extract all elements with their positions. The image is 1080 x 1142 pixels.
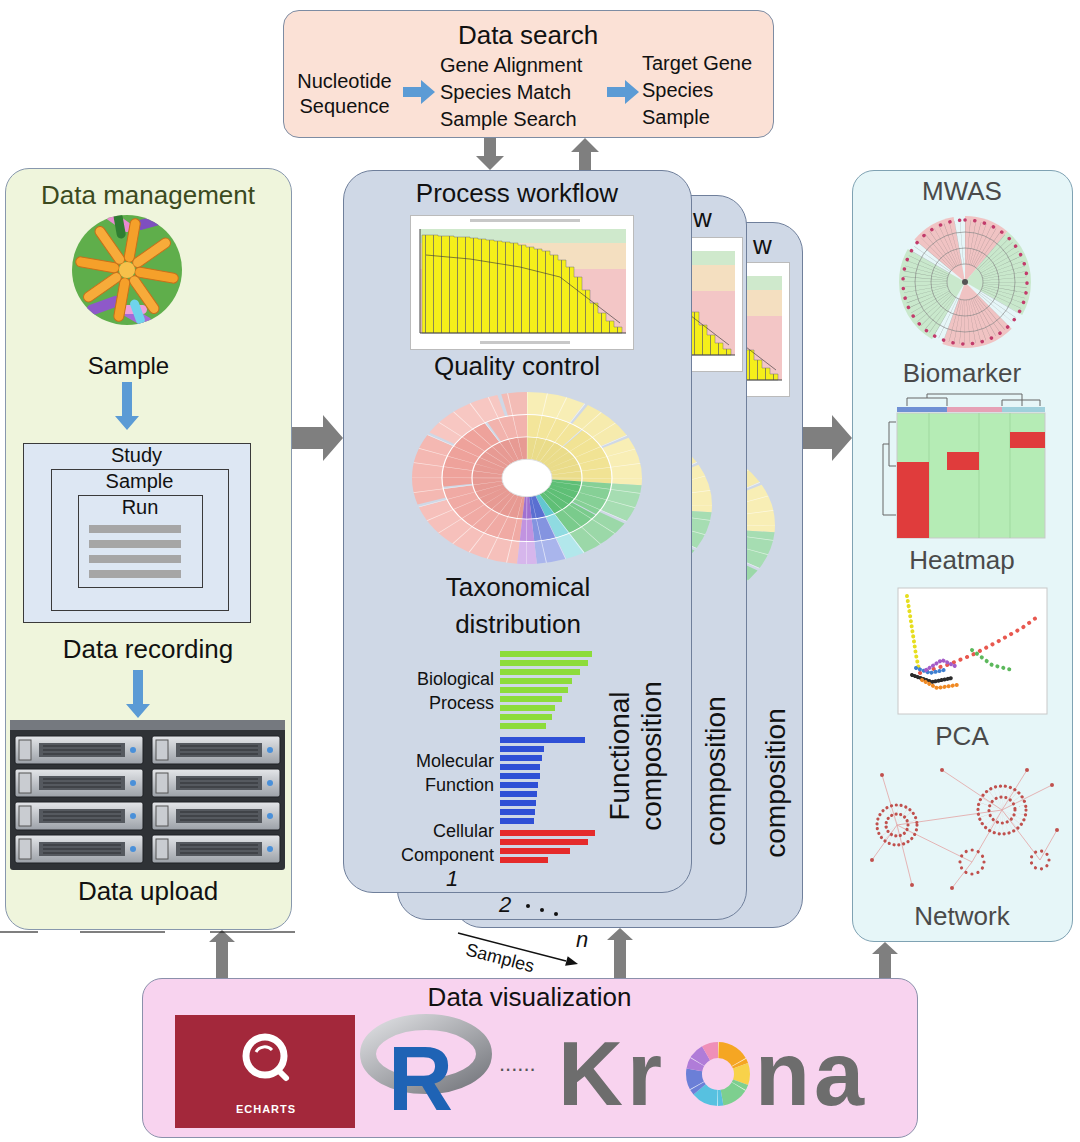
- visualization-panel: Data visualizationECHARTS R...... Krna: [142, 978, 918, 1138]
- text-slot: Kr: [558, 1029, 666, 1119]
- text-slot: Data upload: [10, 877, 286, 907]
- analysis-panel: MWAS BiomarkerHeatmapPCA Network: [852, 170, 1073, 942]
- node-text: Gene Alignment Species Match Sample Sear…: [440, 52, 606, 133]
- node-text: Data recording: [10, 635, 286, 665]
- node-text: Quality control: [348, 352, 686, 382]
- node-text: Study: [28, 444, 245, 466]
- search-panel: Data searchNucleotide Sequence Gene Align…: [283, 10, 774, 138]
- logo-text: ECHARTS: [176, 1103, 356, 1116]
- node-text: composition: [700, 671, 732, 871]
- logo-text: R: [388, 1034, 453, 1124]
- text-slot: MWAS: [857, 177, 1067, 207]
- node-text: Biological Process: [380, 667, 494, 715]
- text-slot: Data recording: [10, 635, 286, 665]
- logo-text: na: [755, 1029, 868, 1119]
- node-text: Target Gene Species Sample: [642, 50, 766, 131]
- panel-heading: Data management: [10, 181, 286, 211]
- node-text: PCA: [857, 722, 1067, 752]
- node-text: Heatmap: [857, 546, 1067, 576]
- rule-line: [0, 931, 38, 932]
- text-slot: composition: [760, 683, 792, 883]
- node-text: Run: [83, 496, 197, 518]
- text-slot: w: [753, 231, 772, 261]
- node-text: Sample: [6, 352, 251, 380]
- text-slot: na: [755, 1029, 868, 1119]
- node-text: Cellular Component: [380, 819, 494, 867]
- node-text: Molecular Function: [380, 749, 494, 797]
- text-slot: Data visualization: [147, 983, 912, 1013]
- flow-arrow: [476, 138, 504, 170]
- text-slot: Run: [83, 496, 197, 518]
- axis-label: n: [576, 927, 588, 952]
- text-slot: Process workflow: [348, 179, 686, 209]
- label-slot: 1: [446, 866, 458, 891]
- text-slot: Biomarker: [857, 359, 1067, 389]
- node-text: w: [753, 231, 772, 261]
- management-panel: Data managementSampleData recordingData …: [5, 168, 292, 930]
- node-text: Data upload: [10, 877, 286, 907]
- label-slot: 2: [499, 892, 511, 917]
- axis-arrowhead: [565, 956, 578, 966]
- node-text: Functional composition: [604, 656, 668, 856]
- study-box: StudySampleRun: [23, 443, 251, 623]
- text-slot: Data management: [10, 181, 286, 211]
- text-slot: PCA: [857, 722, 1067, 752]
- panel-heading: Data search: [288, 21, 768, 51]
- text-slot: Data search: [288, 21, 768, 51]
- node-text: Network: [857, 902, 1067, 932]
- run-box: Run: [78, 495, 203, 588]
- node-text: Nucleotide Sequence: [287, 69, 402, 119]
- text-slot: Gene Alignment Species Match Sample Sear…: [440, 52, 606, 133]
- flow-arrow: [872, 942, 898, 978]
- text-slot: composition: [700, 671, 732, 871]
- sample-box: SampleRun: [51, 469, 229, 611]
- node-text: Biomarker: [857, 359, 1067, 389]
- text-slot: ECHARTS: [176, 1103, 356, 1116]
- panel-heading: Data visualization: [147, 983, 912, 1013]
- node-text: Sample: [56, 470, 223, 492]
- text-slot: Biological Process: [380, 667, 494, 715]
- text-slot: Nucleotide Sequence: [287, 69, 402, 119]
- node-text: composition: [760, 683, 792, 883]
- node-text: MWAS: [857, 177, 1067, 207]
- workflow-card: Process workflowQuality controlTaxonomic…: [343, 170, 692, 893]
- rule-line: [210, 931, 295, 932]
- text-slot: Sample: [56, 470, 223, 492]
- text-slot: Taxonomical distribution: [408, 569, 628, 643]
- text-slot: Sample: [6, 352, 251, 380]
- flow-arrow: [571, 138, 599, 170]
- node-text: ......: [499, 1051, 536, 1076]
- text-slot: Heatmap: [857, 546, 1067, 576]
- text-slot: Molecular Function: [380, 749, 494, 797]
- text-slot: w: [693, 204, 712, 234]
- label-slot: n: [576, 927, 588, 952]
- text-slot: Quality control: [348, 352, 686, 382]
- text-slot: Cellular Component: [380, 819, 494, 867]
- axis-label: 1: [446, 866, 458, 891]
- text-slot: Network: [857, 902, 1067, 932]
- logo-text: Kr: [558, 1029, 666, 1119]
- panel-heading: Process workflow: [348, 179, 686, 209]
- node-text: w: [693, 204, 712, 234]
- axis-label: Samples: [454, 937, 546, 980]
- node-text: Taxonomical distribution: [408, 569, 628, 643]
- axis-label: 2: [499, 892, 511, 917]
- text-slot: Target Gene Species Sample: [642, 50, 766, 131]
- rule-line: [80, 931, 165, 932]
- flow-arrow: [803, 415, 852, 461]
- flow-arrow: [209, 930, 235, 978]
- text-slot: R: [388, 1034, 453, 1124]
- flow-arrow: [292, 415, 343, 461]
- text-slot: Functional composition: [604, 656, 668, 856]
- text-slot: ......: [499, 1051, 536, 1076]
- text-slot: Study: [28, 444, 245, 466]
- label-slot: Samples: [454, 937, 546, 980]
- flow-arrow: [607, 928, 633, 978]
